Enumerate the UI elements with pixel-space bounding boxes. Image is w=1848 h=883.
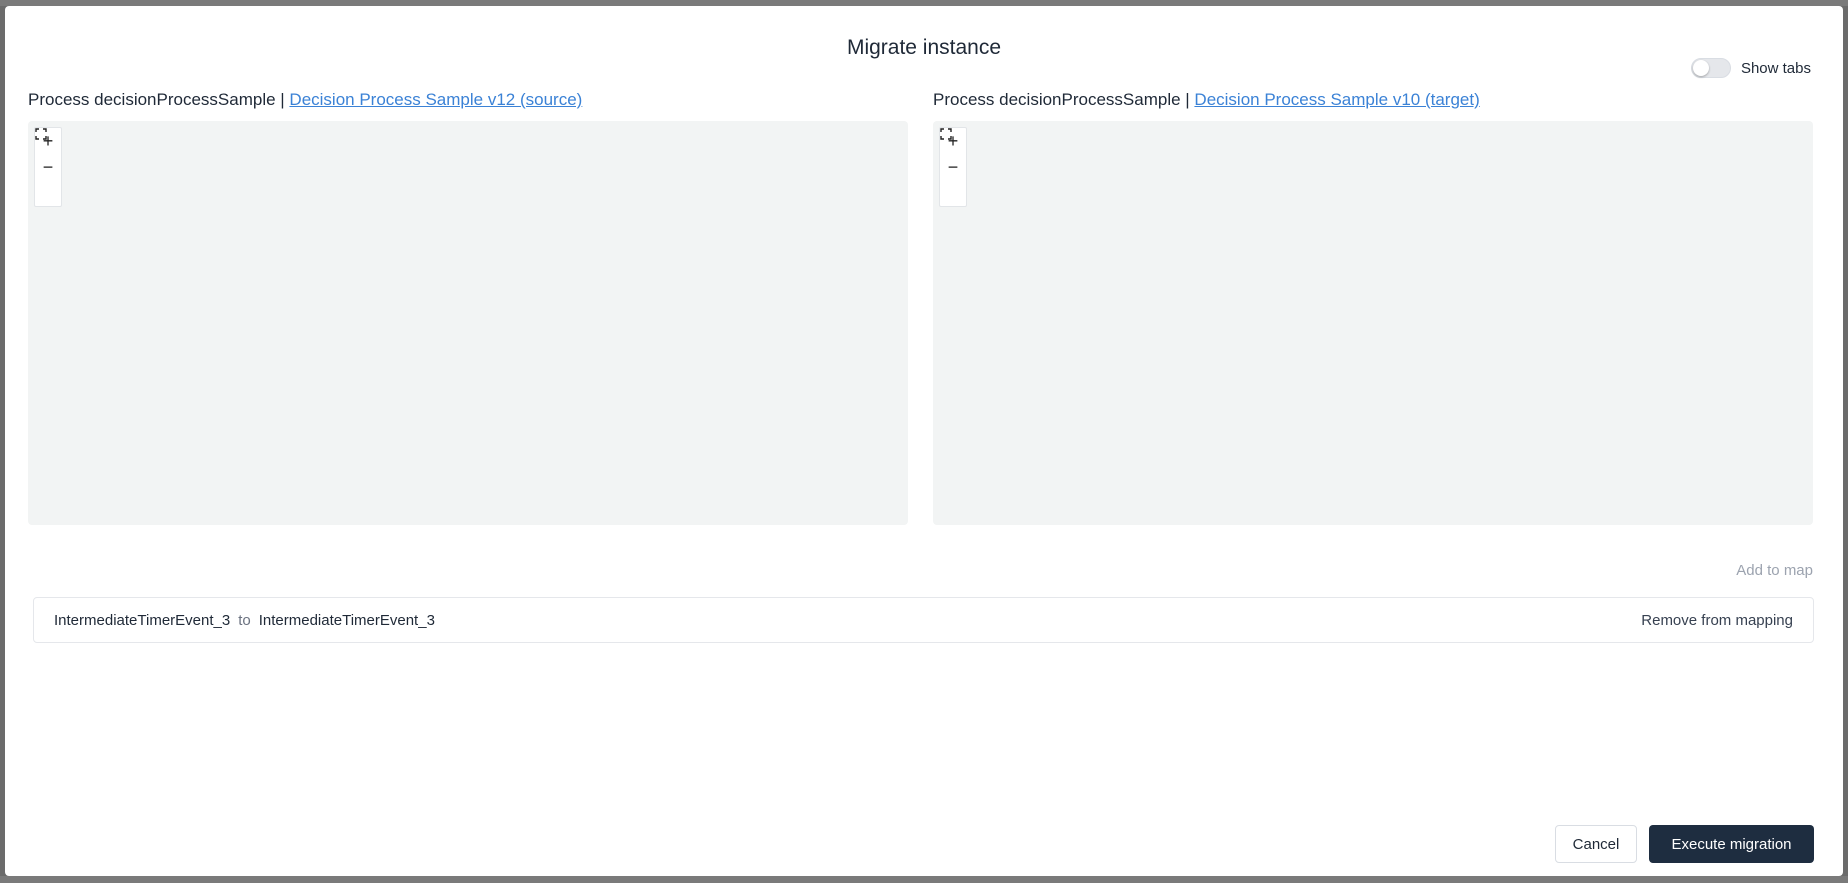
remove-from-mapping-button[interactable]: Remove from mapping (1641, 611, 1793, 629)
fit-view-button[interactable]: InitializevariablesDecision taskShow Dec… (940, 128, 966, 206)
show-tabs-toggle[interactable] (1690, 58, 1731, 78)
target-diagram[interactable]: + − InitializevariablesDecision taskShow… (933, 121, 1813, 525)
mapping-to-label: to (238, 611, 251, 629)
target-bpmn-canvas (933, 121, 1813, 525)
add-to-map-button[interactable]: Add to map (1736, 562, 1813, 579)
fit-icon: InitializevariablesDecision taskShow Dec… (35, 128, 47, 140)
source-diagram[interactable]: + − InitializevariablesDecision taskShow… (28, 121, 908, 525)
source-process-name: Process decisionProcessSample | (28, 90, 290, 109)
source-heading: Process decisionProcessSample | Decision… (28, 90, 582, 110)
show-tabs-control[interactable]: Show tabs (1690, 58, 1811, 78)
fit-icon: InitializevariablesDecision taskShow Dec… (940, 128, 952, 140)
execute-migration-button[interactable]: Execute migration (1649, 825, 1814, 863)
mapping-row: IntermediateTimerEvent_3 to Intermediate… (33, 597, 1814, 643)
backdrop (0, 876, 1848, 883)
mapping-target: IntermediateTimerEvent_3 (258, 611, 435, 629)
zoom-in-button[interactable]: + (947, 130, 959, 151)
zoom-controls: + − InitializevariablesDecision taskShow… (34, 127, 62, 207)
fit-view-button[interactable]: InitializevariablesDecision taskShow Dec… (35, 128, 61, 206)
zoom-in-button[interactable]: + (42, 130, 54, 151)
zoom-controls: + − InitializevariablesDecision taskShow… (939, 127, 967, 207)
backdrop (0, 0, 1848, 6)
modal-title: Migrate instance (846, 36, 1002, 59)
migrate-instance-modal: Migrate instance Show tabs Process decis… (5, 6, 1843, 876)
target-heading: Process decisionProcessSample | Decision… (933, 90, 1480, 110)
mapping-source: IntermediateTimerEvent_3 (54, 611, 231, 629)
target-definition-link[interactable]: Decision Process Sample v10 (target) (1194, 90, 1480, 109)
target-process-name: Process decisionProcessSample | (933, 90, 1195, 109)
zoom-out-button[interactable]: − (947, 156, 959, 177)
source-definition-link[interactable]: Decision Process Sample v12 (source) (289, 90, 583, 109)
zoom-out-button[interactable]: − (42, 156, 54, 177)
cancel-button[interactable]: Cancel (1555, 825, 1637, 863)
source-bpmn-canvas (28, 121, 908, 525)
show-tabs-label: Show tabs (1740, 59, 1811, 77)
